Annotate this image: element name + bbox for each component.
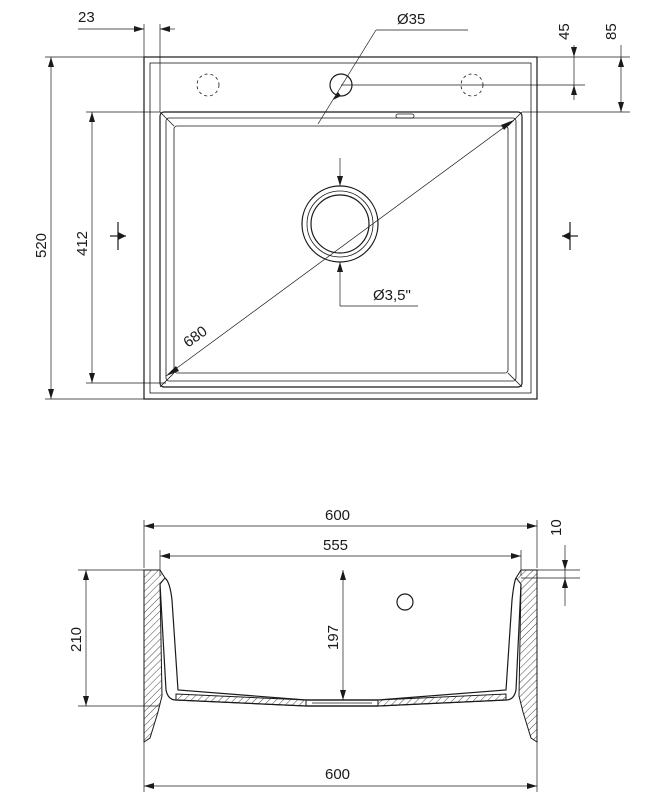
dim-label-210: 210 bbox=[68, 627, 85, 652]
dim-label-680: 680 bbox=[180, 323, 210, 351]
top-view: 680 23 Ø35 45 85 520 bbox=[33, 9, 630, 400]
dim-label-197: 197 bbox=[325, 625, 342, 650]
left-wall-section bbox=[143, 569, 166, 743]
drain-inner bbox=[310, 194, 370, 254]
dim-label-10: 10 bbox=[548, 519, 565, 536]
dim-label-555: 555 bbox=[323, 537, 348, 554]
right-wall-section bbox=[515, 569, 538, 743]
basin-inner-edge bbox=[173, 125, 509, 374]
dim-label-600-top: 600 bbox=[325, 507, 350, 524]
sink-outer-rim bbox=[143, 56, 538, 400]
dim-label-85: 85 bbox=[603, 23, 620, 40]
dim-label-600-bottom: 600 bbox=[325, 766, 350, 783]
drain-middle bbox=[306, 190, 374, 258]
drain-outer bbox=[301, 185, 379, 263]
dim-label-412: 412 bbox=[74, 231, 91, 256]
dim-label-23: 23 bbox=[78, 9, 95, 26]
overflow-hole bbox=[396, 593, 414, 611]
dim-label-dia3-5-inch: Ø3,5" bbox=[373, 287, 411, 304]
overflow-slot bbox=[395, 113, 415, 119]
diagonal-dimension-line bbox=[165, 119, 515, 377]
tap-hole-left bbox=[196, 73, 220, 97]
dim-label-dia35: Ø35 bbox=[397, 11, 425, 28]
sink-inner-rim bbox=[149, 62, 532, 394]
section-view: 600 555 10 210 197 600 bbox=[68, 507, 580, 792]
basin-outer-edge bbox=[159, 111, 523, 388]
dim-label-45: 45 bbox=[556, 23, 573, 40]
dim-label-520: 520 bbox=[33, 233, 50, 258]
